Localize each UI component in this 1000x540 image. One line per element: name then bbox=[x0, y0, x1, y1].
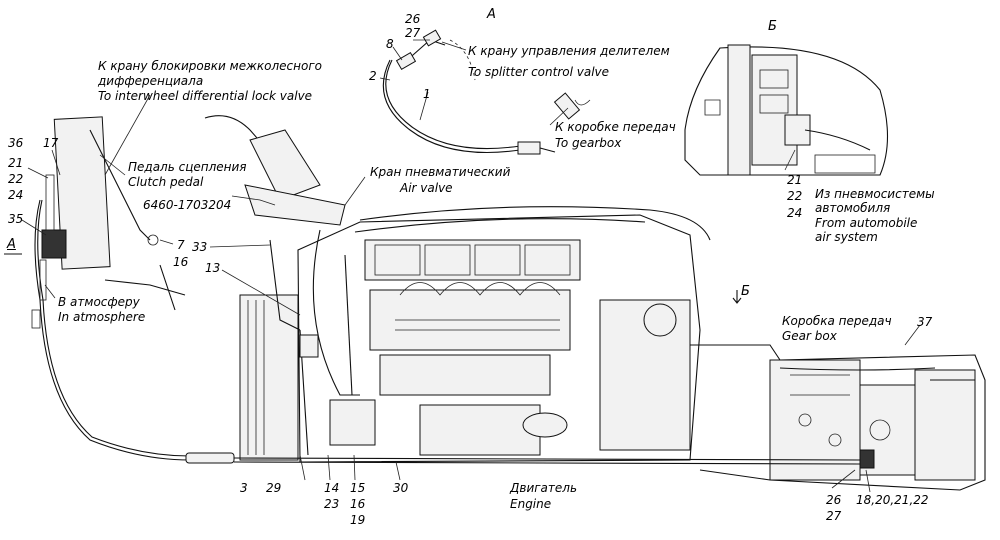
callout-26-bottom: 26 bbox=[826, 493, 842, 507]
callout-8: 8 bbox=[386, 37, 394, 51]
gearbox-drawing bbox=[690, 344, 986, 491]
splitter-en: To splitter control valve bbox=[468, 65, 610, 79]
callout-1: 1 bbox=[423, 87, 431, 101]
callout-19: 19 bbox=[350, 513, 366, 527]
view-b-title: Б bbox=[768, 19, 777, 34]
callout-15: 15 bbox=[350, 481, 366, 495]
callout-22-view-b: 22 bbox=[787, 189, 803, 203]
air-system-en-2: air system bbox=[815, 230, 878, 244]
callout-23: 23 bbox=[324, 497, 340, 511]
callout-27-bottom: 27 bbox=[826, 509, 842, 523]
callout-7: 7 bbox=[177, 238, 185, 252]
callout-21: 21 bbox=[8, 156, 24, 170]
gear-lever-drawing bbox=[204, 115, 346, 226]
to-gearbox-ru: К коробке передач bbox=[555, 120, 676, 134]
callout-14: 14 bbox=[324, 481, 340, 495]
callout-29: 29 bbox=[266, 481, 282, 495]
callout-24-view-b: 24 bbox=[787, 206, 803, 220]
callout-13: 13 bbox=[205, 261, 221, 275]
callout-36: 36 bbox=[8, 136, 24, 150]
air-system-ru-2: автомобиля bbox=[815, 201, 891, 215]
air-valve-ru: Кран пневматический bbox=[370, 165, 511, 179]
part-number: 6460-1703204 bbox=[143, 198, 232, 212]
callout-26-view-a: 26 bbox=[405, 12, 421, 26]
callout-18-20-21-22: 18,20,21,22 bbox=[856, 493, 929, 507]
callout-3: 3 bbox=[240, 481, 248, 495]
callout-24: 24 bbox=[8, 188, 24, 202]
leader-lines bbox=[4, 39, 921, 493]
view-b-drawing bbox=[684, 44, 889, 176]
air-line bbox=[31, 199, 875, 469]
splitter-ru: К крану управления делителем bbox=[468, 44, 670, 58]
view-b-arrow-label: Б bbox=[741, 284, 750, 299]
clutch-pedal-en: Clutch pedal bbox=[128, 175, 204, 189]
callout-16-bottom: 16 bbox=[350, 497, 366, 511]
view-a-arrow-label: A bbox=[7, 237, 16, 252]
interwheel-ru-line1: К крану блокировки межколесного bbox=[98, 59, 322, 73]
callout-33: 33 bbox=[192, 240, 208, 254]
air-system-ru-1: Из пневмосистемы bbox=[815, 187, 935, 201]
interwheel-en: To interwheel differential lock valve bbox=[98, 89, 313, 103]
callout-35: 35 bbox=[8, 212, 24, 226]
view-a-title: A bbox=[487, 7, 496, 22]
atmosphere-en: In atmosphere bbox=[58, 310, 146, 324]
callout-2: 2 bbox=[369, 69, 377, 83]
clutch-pedal-drawing bbox=[41, 116, 186, 311]
callout-22: 22 bbox=[8, 172, 24, 186]
engine-ru: Двигатель bbox=[510, 481, 578, 495]
interwheel-ru-line2: дифференциала bbox=[98, 74, 204, 88]
callout-27-view-a: 27 bbox=[405, 26, 421, 40]
air-system-en-1: From automobile bbox=[815, 216, 918, 230]
clutch-pedal-ru: Педаль сцепления bbox=[128, 160, 247, 174]
callout-21-view-b: 21 bbox=[787, 173, 803, 187]
engine-drawing bbox=[239, 206, 711, 463]
to-gearbox-en: To gearbox bbox=[555, 136, 622, 150]
callout-17: 17 bbox=[43, 136, 59, 150]
callout-16: 16 bbox=[173, 255, 189, 269]
atmosphere-ru: В атмосферу bbox=[58, 295, 140, 309]
view-a-hose bbox=[382, 29, 591, 155]
callout-30: 30 bbox=[393, 481, 409, 495]
engine-en: Engine bbox=[510, 497, 552, 511]
air-valve-en: Air valve bbox=[400, 181, 453, 195]
gearbox-en: Gear box bbox=[782, 329, 837, 343]
gearbox-ru: Коробка передач bbox=[782, 314, 892, 328]
callout-37: 37 bbox=[917, 315, 933, 329]
